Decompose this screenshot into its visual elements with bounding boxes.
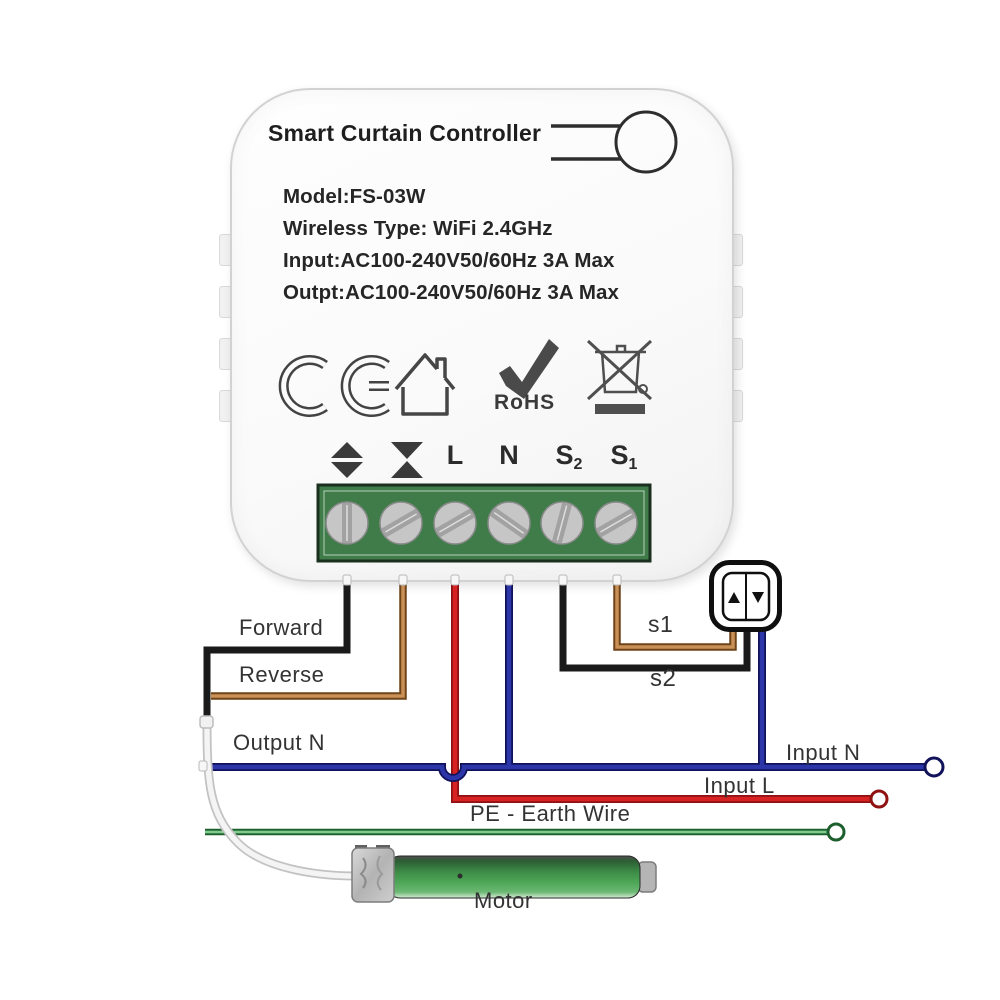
s2-wire — [559, 579, 751, 672]
curtain-close-icon — [391, 442, 423, 478]
rohs-check-icon — [499, 339, 559, 399]
forward-label: Forward — [239, 615, 324, 640]
s2-base: S — [555, 440, 574, 470]
reverse-wire — [211, 579, 407, 700]
s1-base: S — [610, 440, 629, 470]
reverse-label: Reverse — [239, 662, 325, 687]
s2-label: s2 — [650, 665, 677, 692]
wall-switch — [709, 560, 782, 632]
motor-label: Motor — [474, 888, 533, 913]
rohs-label: RoHS — [494, 391, 556, 414]
wire-ferrules — [198, 574, 622, 772]
spec-output: Outpt:AC100-240V50/60Hz 3A Max — [283, 281, 620, 304]
terminal-label-s1: S1 — [611, 440, 638, 474]
motor-cable — [199, 715, 357, 881]
terminal-screw — [325, 501, 638, 545]
input-n-label: Input N — [786, 740, 861, 765]
output-n-label: Output N — [233, 730, 326, 755]
curtain-open-icon — [331, 442, 363, 478]
input-l-wire — [451, 579, 889, 809]
spec-wireless: Wireless Type: WiFi 2.4GHz — [283, 217, 553, 240]
s1-sub: 1 — [628, 456, 638, 473]
weee-crossed-bin-icon — [586, 339, 653, 414]
device-title: Smart Curtain Controller — [268, 120, 542, 146]
neutral-wires — [205, 579, 945, 782]
keyhole-icon — [551, 110, 678, 174]
pe-earth-wire — [205, 822, 846, 842]
terminal-block — [316, 483, 652, 563]
spec-model: Model:FS-03W — [283, 185, 426, 208]
s1-label: s1 — [648, 611, 674, 637]
ce-mark-icon — [278, 355, 390, 417]
terminal-label-n: N — [499, 440, 519, 470]
pe-earth-wire-label: PE - Earth Wire — [470, 801, 631, 826]
motor-graphic — [351, 845, 657, 903]
forward-wire — [203, 579, 351, 726]
s1-wire — [613, 579, 737, 651]
switch-up-arrow-icon — [728, 592, 740, 603]
terminal-label-s2: S2 — [556, 440, 583, 474]
spec-input: Input:AC100-240V50/60Hz 3A Max — [283, 249, 615, 272]
input-l-label: Input L — [704, 773, 775, 798]
indoor-use-house-icon — [394, 353, 456, 416]
terminal-label-l: L — [446, 440, 464, 470]
switch-down-arrow-icon — [752, 592, 764, 603]
s2-sub: 2 — [573, 456, 583, 473]
